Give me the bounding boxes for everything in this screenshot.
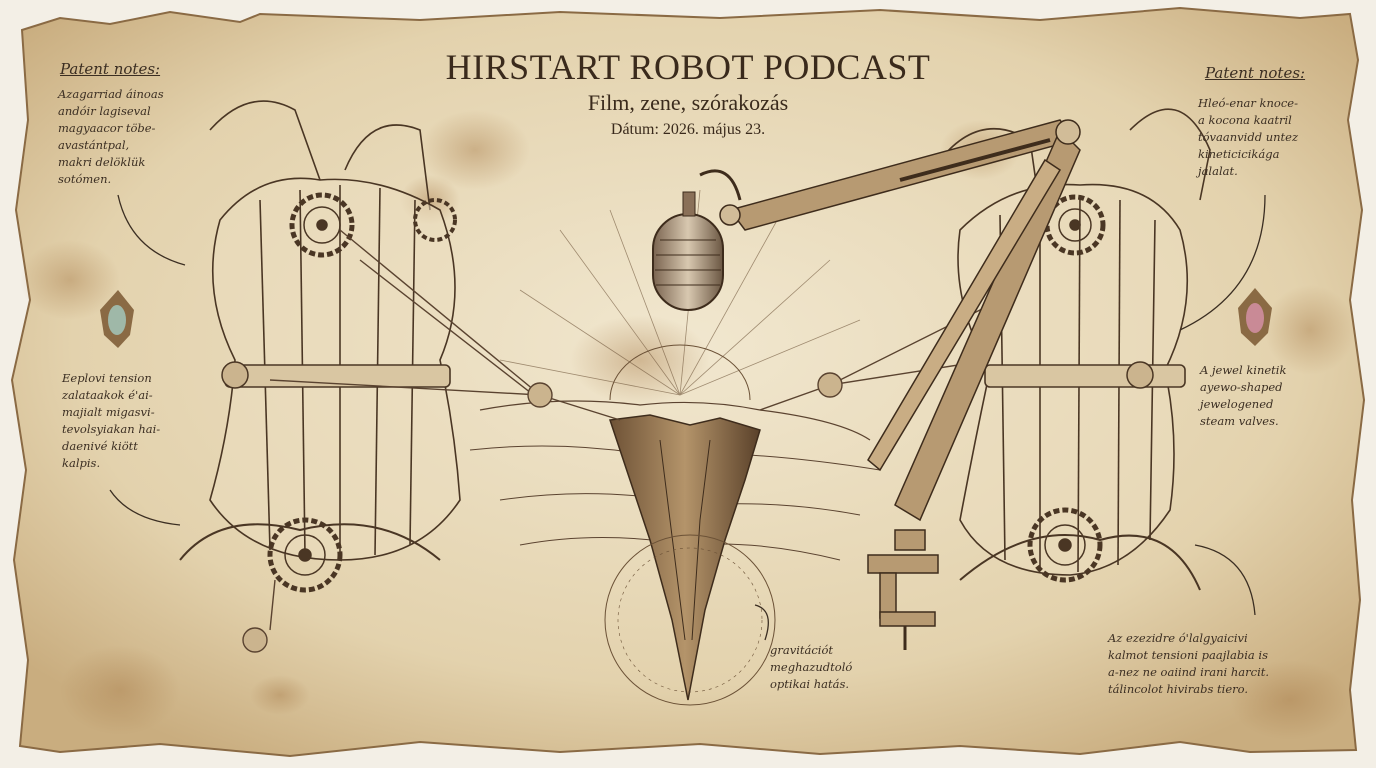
left-corset-drawing xyxy=(179,100,461,561)
microphone-icon xyxy=(652,191,724,311)
date-line: Dátum: 2026. május 23. xyxy=(610,121,766,138)
page-subtitle: Film, zene, szórakozás xyxy=(587,90,789,115)
page-title: HIRSTART ROBOT PODCAST xyxy=(445,47,931,87)
right-note-heading: Patent notes: xyxy=(1205,64,1306,82)
left-mid-note: Eeplovi tension zalataakok é'ai- majialt… xyxy=(62,371,161,470)
left-cables xyxy=(242,229,621,653)
right-top-note: Hleó-enar knoce- a kocona kaatril tóvaan… xyxy=(1198,96,1299,178)
protractor-arc xyxy=(609,344,751,401)
note-arrows xyxy=(109,194,1266,641)
bottom-right-note: Az ezezidre ó'lalgyaicivi kalmot tension… xyxy=(1108,631,1270,696)
chasm-drawing xyxy=(469,400,881,706)
right-mid-note: A jewel kinetik ayewo-shaped jewelogened… xyxy=(1200,363,1287,428)
left-note-heading: Patent notes: xyxy=(60,60,161,78)
bottom-center-note: gravitációt meghazudtoló optikai hatás. xyxy=(770,643,853,691)
left-top-note: Azagarriad áinoas andóir lagiseval magya… xyxy=(58,87,164,186)
gear-icon xyxy=(1027,194,1154,583)
gem-icon xyxy=(1238,288,1272,346)
desk-clamp-icon xyxy=(867,529,939,650)
paper-stains xyxy=(20,110,1355,740)
gear-icon xyxy=(221,192,457,593)
boom-arm-drawing xyxy=(699,119,1081,522)
gem-icon xyxy=(100,290,134,348)
